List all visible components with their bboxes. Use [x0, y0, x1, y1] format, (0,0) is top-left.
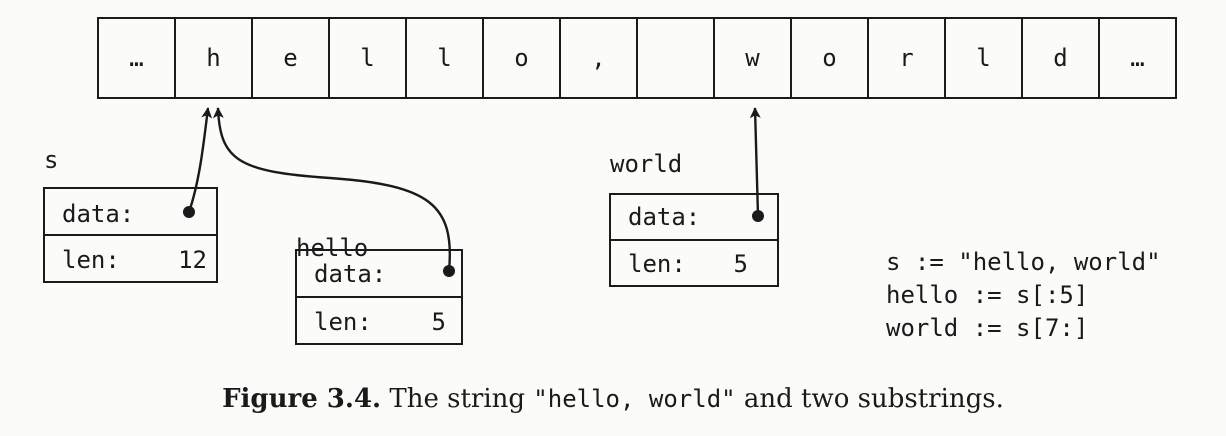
- hello-data-pointer-arrow: [212, 107, 451, 272]
- memory-cell-char: l: [360, 44, 374, 72]
- caption-text-after: and two substrings.: [743, 384, 1004, 414]
- string-header-world: world data: len: 5: [609, 150, 779, 287]
- memory-cell: [1098, 17, 1177, 99]
- memory-cell-char: r: [899, 44, 913, 72]
- code-listing: s := "hello, world" hello := s[:5] world…: [886, 248, 1161, 342]
- code-line: s := "hello, world": [886, 248, 1161, 276]
- memory-cell-char: e: [283, 44, 297, 72]
- len-field-value: 5: [734, 250, 748, 278]
- s-data-pointer-arrow: [187, 107, 213, 213]
- memory-cell: [636, 17, 715, 99]
- memory-cell-char: o: [822, 44, 836, 72]
- memory-cell-char: d: [1053, 44, 1067, 72]
- caption-code: "hello, world": [533, 385, 736, 413]
- data-field-label: data:: [628, 203, 700, 231]
- memory-cell-char: …: [1130, 44, 1144, 72]
- memory-cell-char: ,: [591, 44, 605, 72]
- variable-name-hello: hello: [296, 234, 368, 262]
- variable-name-s: s: [44, 146, 58, 174]
- len-field-label: len:: [314, 308, 372, 336]
- code-line: hello := s[:5]: [886, 281, 1088, 309]
- variable-name-world: world: [610, 150, 682, 178]
- memory-cell-char: o: [514, 44, 528, 72]
- data-field-label: data:: [314, 260, 386, 288]
- string-header-hello: hello data: len: 5: [295, 234, 463, 345]
- memory-cell-char: …: [129, 44, 143, 72]
- memory-cell-char: w: [745, 44, 760, 72]
- memory-byte-array: … h e l l o, w o r l d …: [97, 17, 1177, 99]
- len-field-value: 5: [432, 308, 446, 336]
- code-line: world := s[7:]: [886, 314, 1088, 342]
- figure-caption: Figure 3.4. The string "hello, world" an…: [0, 384, 1226, 414]
- data-field-label: data:: [62, 200, 134, 228]
- len-field-value: 12: [178, 246, 207, 274]
- world-data-pointer-arrow: [749, 107, 761, 217]
- len-field-label: len:: [62, 246, 120, 274]
- memory-cell-char: l: [437, 44, 451, 72]
- memory-cell-char: h: [206, 44, 220, 72]
- memory-cell-char: l: [976, 44, 990, 72]
- len-field-label: len:: [628, 250, 686, 278]
- figure-label: Figure 3.4.: [222, 384, 382, 414]
- string-header-s: s data: len: 12: [43, 146, 218, 283]
- caption-text-before: The string: [389, 384, 526, 414]
